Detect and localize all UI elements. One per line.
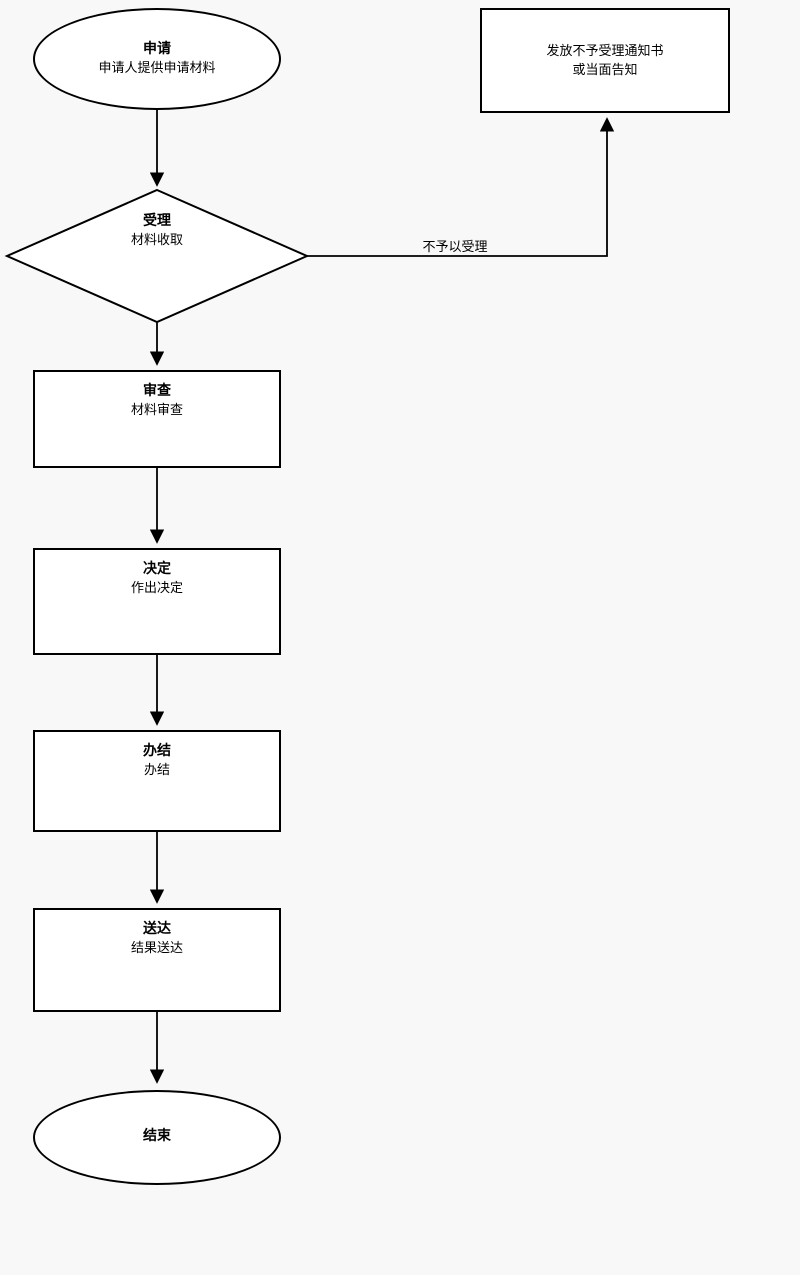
node-finish: 办结 办结 [33, 730, 281, 832]
node-end: 结束 [33, 1090, 281, 1185]
node-notice-line2: 或当面告知 [572, 61, 638, 77]
node-finish-subtitle: 办结 [143, 762, 170, 778]
node-decide-title: 决定 [143, 562, 171, 577]
node-deliver-subtitle: 结果送达 [130, 940, 183, 956]
node-decide-subtitle: 作出决定 [130, 580, 183, 596]
edge-label-reject: 不予以受理 [422, 239, 488, 254]
node-review-subtitle: 材料审查 [130, 402, 183, 418]
node-decision-title: 受理 [143, 214, 171, 229]
decision-diamond-shape [4, 188, 310, 324]
node-finish-title: 办结 [143, 744, 171, 759]
node-start-subtitle: 申请人提供申请材料 [98, 60, 216, 76]
node-end-title: 结束 [143, 1129, 171, 1145]
node-notice: 发放不予受理通知书 或当面告知 [480, 8, 730, 113]
node-review: 审查 材料审查 [33, 370, 281, 468]
edge-decision-to-notice [307, 117, 615, 257]
node-start-title: 申请 [143, 42, 171, 58]
node-decision-subtitle: 材料收取 [130, 232, 183, 248]
node-review-title: 审查 [143, 384, 171, 399]
node-decision: 受理 材料收取 [57, 213, 257, 249]
node-notice-line1: 发放不予受理通知书 [546, 43, 664, 59]
node-decide: 决定 作出决定 [33, 548, 281, 655]
node-start: 申请 申请人提供申请材料 [33, 8, 281, 110]
node-deliver: 送达 结果送达 [33, 908, 281, 1012]
node-deliver-title: 送达 [143, 922, 171, 937]
